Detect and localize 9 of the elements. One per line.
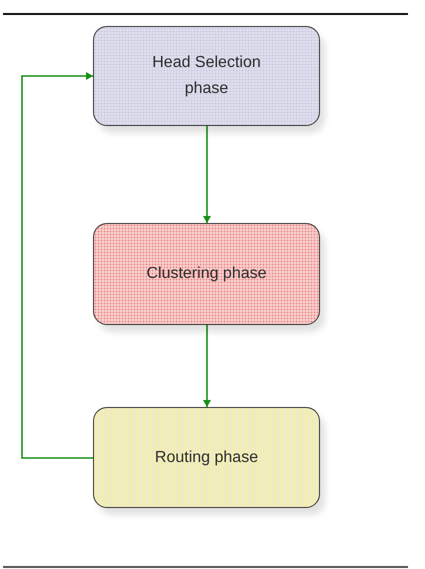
- box-label: Routing phase: [154, 448, 258, 468]
- process-box: [93, 407, 320, 508]
- box-label: Clustering phase: [146, 264, 267, 284]
- arrow: [21, 72, 93, 459]
- arrow: [203, 126, 211, 223]
- box-label: Head Selection phase: [151, 53, 262, 99]
- process-box: [93, 223, 320, 325]
- arrow: [203, 325, 211, 407]
- process-box: [93, 26, 320, 126]
